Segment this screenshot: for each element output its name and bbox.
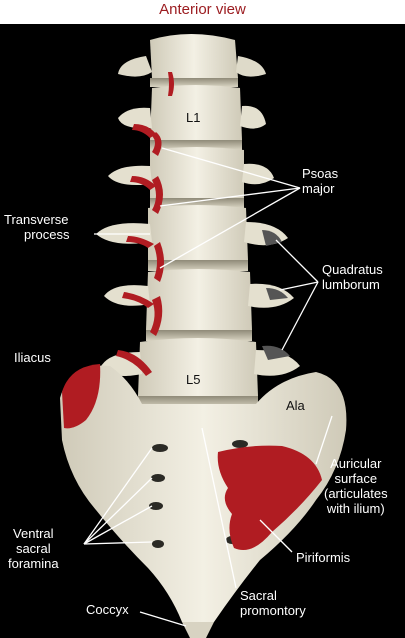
label-coccyx: Coccyx xyxy=(86,602,129,617)
vertebra-l1 xyxy=(118,85,266,144)
label-sacral-promontory: Sacral promontory xyxy=(240,588,306,618)
iliacus-area xyxy=(62,364,101,429)
label-auricular-surface: Auricular surface (articulates with iliu… xyxy=(324,456,388,516)
quadratus-attachments xyxy=(262,230,290,360)
label-psoas-major: Psoas major xyxy=(302,166,339,196)
label-ventral-sacral-foramina: Ventral sacral foramina xyxy=(8,526,59,571)
psoas-attachments xyxy=(116,72,174,376)
label-ala: Ala xyxy=(286,398,305,413)
spine-illustration xyxy=(60,34,347,638)
vertebra-l4 xyxy=(104,269,294,334)
vertebra-l2 xyxy=(108,147,274,202)
spine-photograph xyxy=(0,24,405,638)
vertebra-l3 xyxy=(96,205,288,264)
label-quadratus-lumborum: Quadratus lumborum xyxy=(322,262,383,292)
leader-lines xyxy=(83,147,333,627)
label-l1: L1 xyxy=(186,110,201,125)
label-transverse-process: Transverse process xyxy=(4,212,70,242)
view-title: Anterior view xyxy=(159,1,246,18)
label-l5: L5 xyxy=(186,372,201,387)
label-iliacus: Iliacus xyxy=(14,350,51,365)
piriformis-area xyxy=(217,445,322,550)
upper-vertebra xyxy=(118,34,266,82)
label-piriformis: Piriformis xyxy=(296,550,351,565)
